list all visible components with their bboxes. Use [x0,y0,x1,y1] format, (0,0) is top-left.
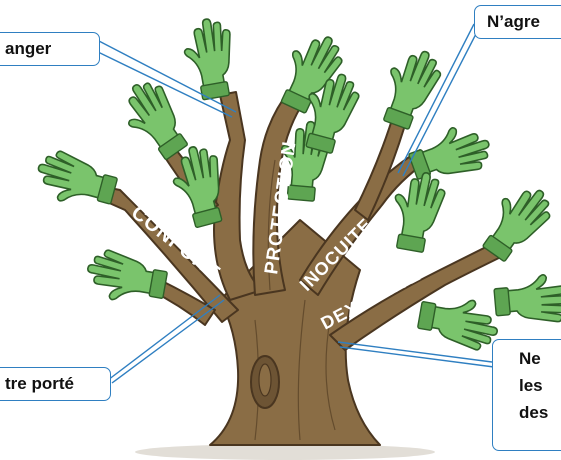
callout-bottom-right-line-3: des [519,403,549,422]
green-glove-icon [404,117,497,191]
green-glove-icon [82,246,171,309]
tree-trunk [94,89,506,446]
green-glove-icon [373,41,448,135]
green-glove-icon [178,14,242,103]
green-glove-icon [30,146,122,215]
callout-bottom-right-line-1: Ne [519,349,541,368]
callout-bottom-left: tre porté [0,367,111,401]
green-glove-icon [492,271,561,328]
green-glove-icon [414,291,503,354]
green-glove-icon [111,72,198,167]
callout-bottom-right-line-2: les [519,376,543,395]
callout-bottom-right: Ne les des [492,339,561,451]
callout-top-right: N’agre [474,5,561,39]
callout-top-left: anger [0,32,100,66]
